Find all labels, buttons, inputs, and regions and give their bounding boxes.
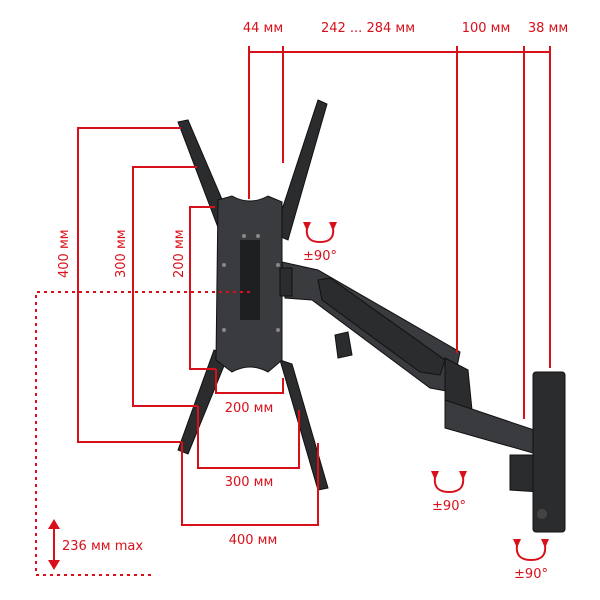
rotate-arrows-icon — [431, 471, 467, 494]
dim-44: 44 мм — [243, 21, 283, 36]
height-adjust-label: 236 мм max — [62, 539, 143, 554]
rotation-arm: ±90° — [432, 499, 466, 514]
dim-vertical-200: 200 мм — [172, 229, 187, 278]
vesa-arm-bottom-left — [177, 349, 229, 455]
dim-vertical-300: 300 мм — [114, 229, 129, 278]
wall-plate — [532, 371, 566, 533]
dim-horizontal-400: 400 мм — [229, 533, 278, 548]
rotation-wall: ±90° — [514, 567, 548, 582]
vesa-arm-top-right — [273, 99, 328, 241]
arm-clamp — [334, 331, 353, 359]
dim-38: 38 мм — [528, 21, 568, 36]
plate-slot — [240, 240, 260, 320]
dim-horizontal-300: 300 мм — [225, 475, 274, 490]
rotation-tilt: ±90° — [303, 249, 337, 264]
rotate-arrows-icon — [513, 539, 549, 562]
vesa-horizontal-brackets — [181, 369, 319, 526]
lower-arm — [444, 399, 541, 456]
dim-242-284: 242 ... 284 мм — [321, 21, 415, 36]
vesa-vertical-brackets — [77, 127, 216, 443]
up-down-arrow-icon — [48, 519, 60, 529]
arm-cover — [317, 277, 446, 376]
plate-connector — [279, 267, 293, 297]
height-adjust-guide — [35, 291, 250, 576]
vesa-arm-bottom-right — [279, 359, 329, 491]
dim-horizontal-200: 200 мм — [225, 401, 274, 416]
dim-100: 100 мм — [462, 21, 511, 36]
wall-plate-cap — [537, 509, 547, 519]
depth-dimensions — [248, 46, 551, 419]
dim-vertical-400: 400 мм — [57, 229, 72, 278]
rotate-arrows-icon — [303, 222, 337, 244]
